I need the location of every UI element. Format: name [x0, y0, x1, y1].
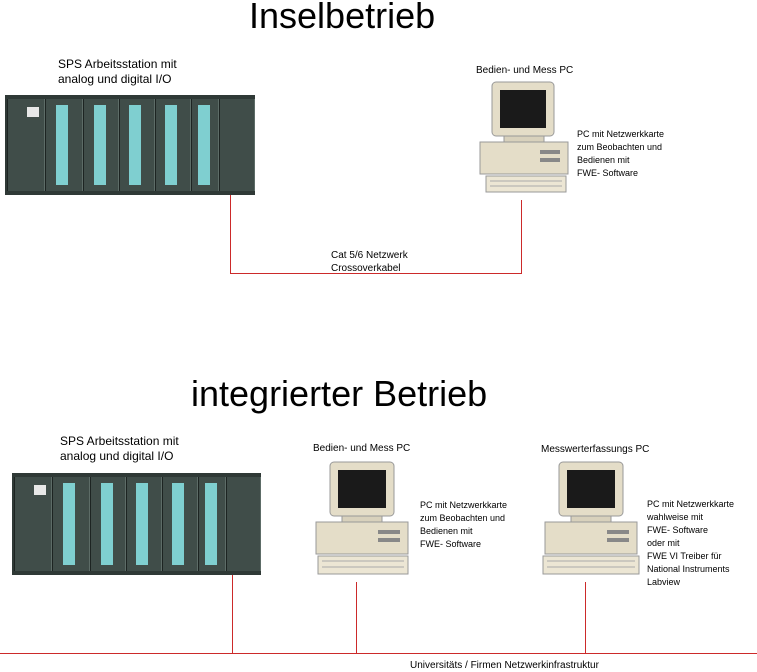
plc-label-island-2: analog und digital I/O — [58, 72, 172, 86]
cable-plc-island — [230, 195, 231, 274]
plc-station-integrated — [12, 473, 261, 575]
pc2-desc-integrated-2: wahlweise mit — [647, 512, 704, 522]
pc-label-island: Bedien- und Mess PC — [476, 65, 574, 76]
title-inselbetrieb: Inselbetrieb — [249, 0, 436, 36]
pc2-desc-integrated-4: oder mit — [647, 538, 680, 548]
pc-computer-integrated-1 — [315, 461, 409, 575]
pc1-desc-integrated-2: zum Beobachten und — [420, 513, 506, 523]
title-integrierter-betrieb: integrierter Betrieb — [191, 373, 488, 414]
pc-desc-island-2: zum Beobachten und — [577, 142, 663, 152]
pc-computer-island — [479, 81, 569, 193]
plc-station-island — [5, 95, 255, 195]
plc-label-integrated-1: SPS Arbeitsstation mit — [60, 434, 179, 448]
cable-pc2-integrated — [585, 582, 586, 654]
network-label-island-1: Cat 5/6 Netzwerk — [331, 250, 408, 261]
network-infrastructure-line — [0, 653, 757, 654]
pc-desc-island-4: FWE- Software — [577, 168, 639, 178]
cable-pc1-integrated — [356, 582, 357, 654]
pc1-desc-integrated-3: Bedienen mit — [420, 526, 473, 536]
pc1-label-integrated: Bedien- und Mess PC — [313, 443, 411, 454]
pc2-desc-integrated-3: FWE- Software — [647, 525, 709, 535]
network-label-integrated: Universitäts / Firmen Netzwerkinfrastruk… — [410, 660, 599, 671]
pc2-desc-integrated-5: FWE VI Treiber für — [647, 551, 722, 561]
plc-label-island-1: SPS Arbeitsstation mit — [58, 57, 177, 71]
cable-plc-integrated — [232, 575, 233, 654]
crossover-cable-line — [230, 273, 522, 274]
cable-pc-island — [521, 200, 522, 274]
pc2-desc-integrated-6: National Instruments — [647, 564, 730, 574]
pc1-desc-integrated-4: FWE- Software — [420, 539, 482, 549]
plc-label-integrated-2: analog und digital I/O — [60, 449, 174, 463]
pc2-desc-integrated-7: Labview — [647, 577, 681, 587]
pc-desc-island-1: PC mit Netzwerkkarte — [577, 129, 665, 139]
pc1-desc-integrated-1: PC mit Netzwerkkarte — [420, 500, 508, 510]
pc2-desc-integrated-1: PC mit Netzwerkkarte — [647, 499, 735, 509]
pc-computer-integrated-2 — [542, 461, 640, 575]
network-label-island-2: Crossoverkabel — [331, 263, 401, 274]
pc2-label-integrated: Messwerterfassungs PC — [541, 444, 650, 455]
pc-desc-island-3: Bedienen mit — [577, 155, 630, 165]
